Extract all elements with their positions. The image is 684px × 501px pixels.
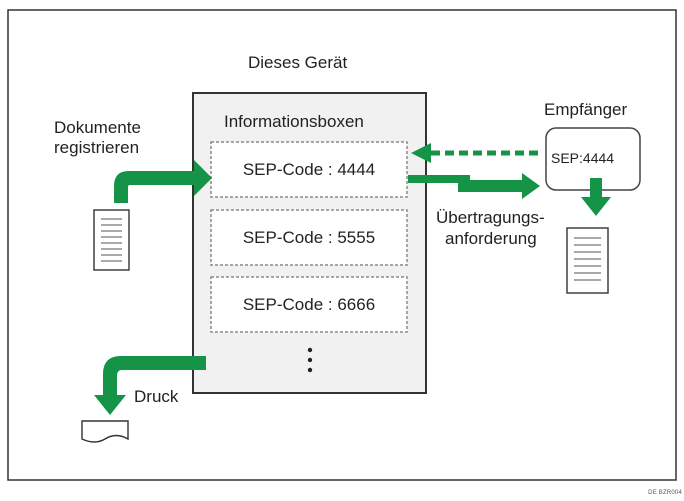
transfer-arrow-icon — [408, 173, 540, 199]
transfer-label-line1: Übertragungs- — [436, 208, 545, 227]
print-arrow-icon — [94, 356, 206, 415]
sep-box-4444 — [210, 141, 408, 198]
figure-code: DE BZR004 — [648, 490, 682, 496]
sep-code-label: SEP-Code : 4444 — [242, 160, 376, 179]
device-title: Dieses Gerät — [248, 53, 348, 72]
print-label: Druck — [134, 387, 179, 406]
document-icon-register — [93, 209, 130, 271]
info-boxes-title: Informationsboxen — [224, 112, 364, 131]
register-label-line1: Dokumente — [54, 118, 141, 137]
document-icon-received — [566, 227, 609, 294]
sep-box-5555 — [210, 209, 408, 266]
sep-code-label: SEP-Code : 5555 — [242, 228, 376, 247]
more-boxes-ellipsis-icon — [307, 347, 313, 373]
recipient-title: Empfänger — [544, 100, 628, 119]
recipient-code: SEP:4444 — [551, 150, 615, 166]
request-dashed-arrow-icon — [411, 143, 538, 163]
register-arrow-icon — [114, 160, 212, 203]
transfer-label-line2: anforderung — [445, 229, 537, 248]
sep-box-6666 — [210, 276, 408, 333]
register-label-line2: registrieren — [54, 138, 140, 157]
printed-paper-icon — [81, 420, 129, 443]
recipient-down-arrow-icon — [581, 178, 611, 216]
sep-code-label: SEP-Code : 6666 — [242, 295, 376, 314]
